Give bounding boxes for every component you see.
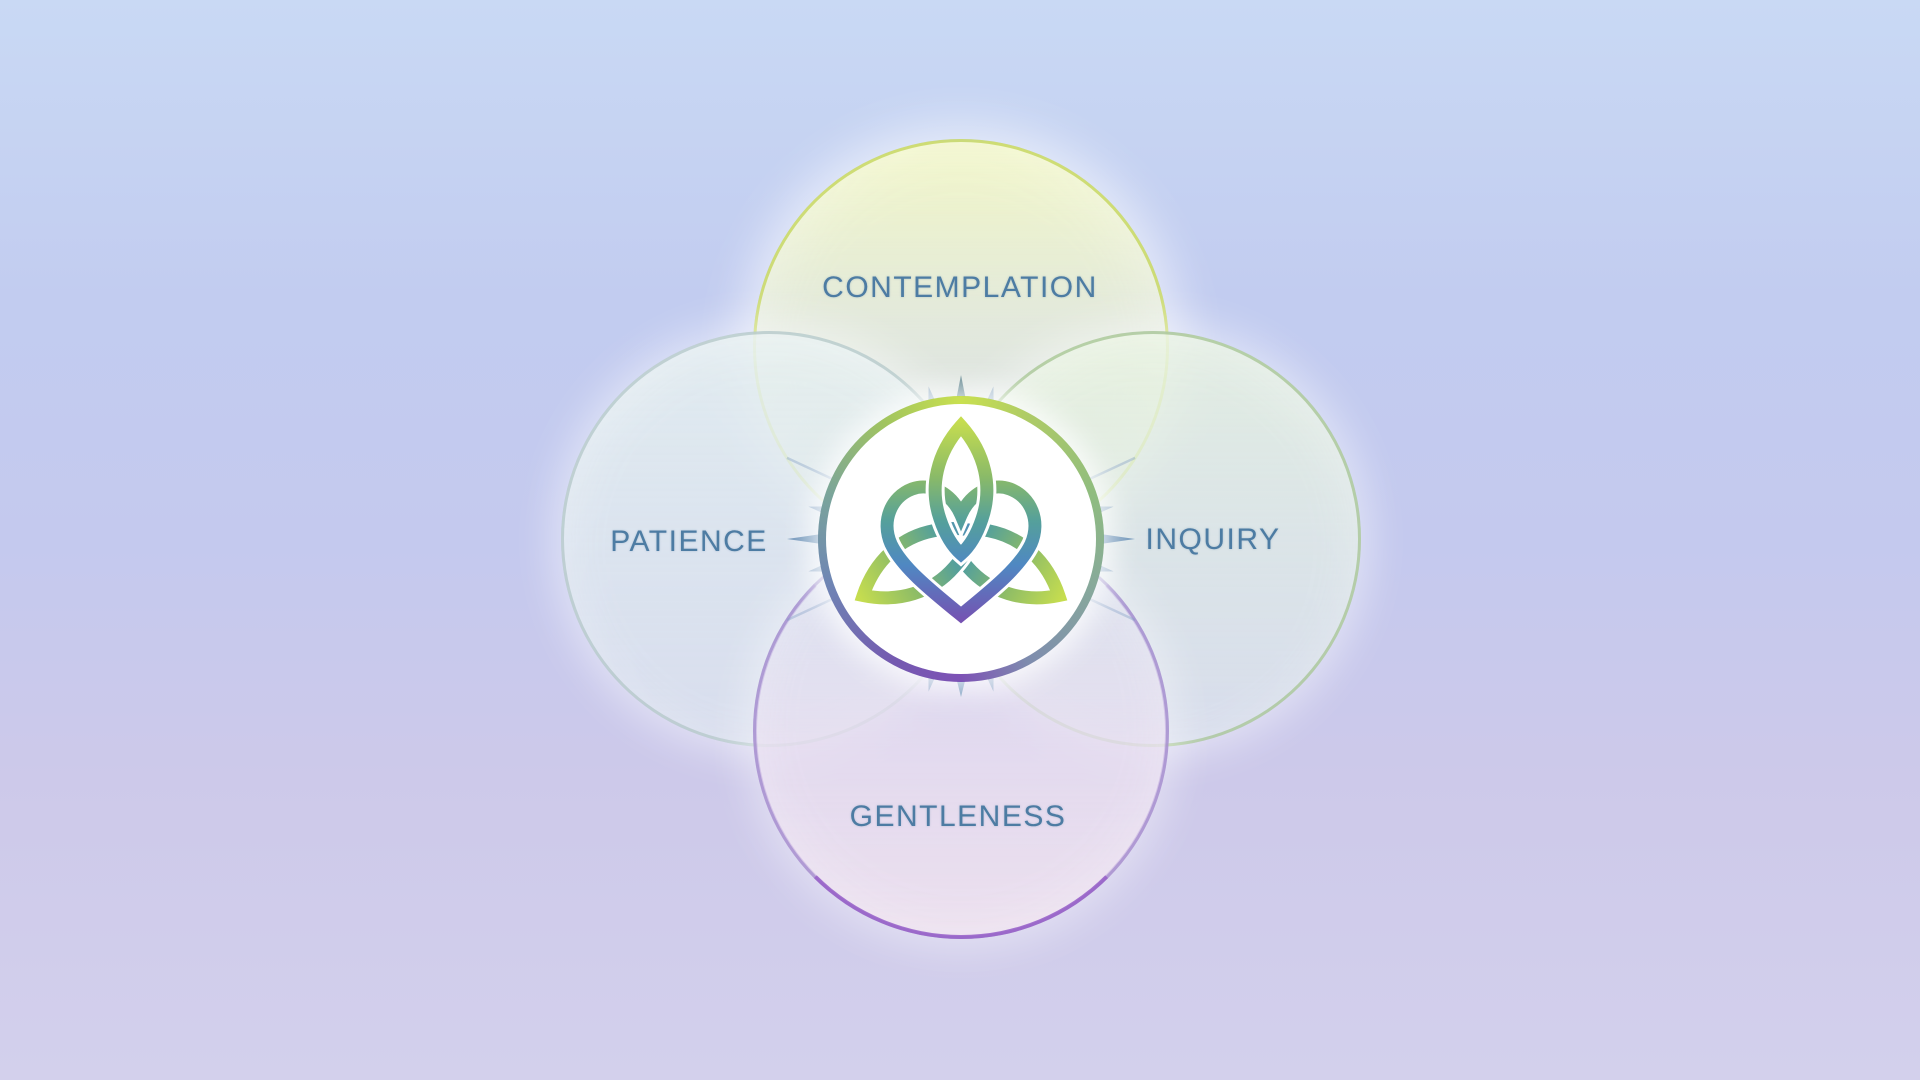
- trinity-knot-heart-icon: [850, 413, 1072, 628]
- label-inquiry: INQUIRY: [1145, 523, 1281, 556]
- center-badge-face: [826, 404, 1096, 674]
- label-contemplation: CONTEMPLATION: [822, 271, 1098, 304]
- label-gentleness: GENTLENESS: [849, 800, 1067, 833]
- center-badge: [818, 396, 1104, 682]
- label-patience: PATIENCE: [610, 525, 768, 558]
- circle-gentleness: [753, 523, 1169, 939]
